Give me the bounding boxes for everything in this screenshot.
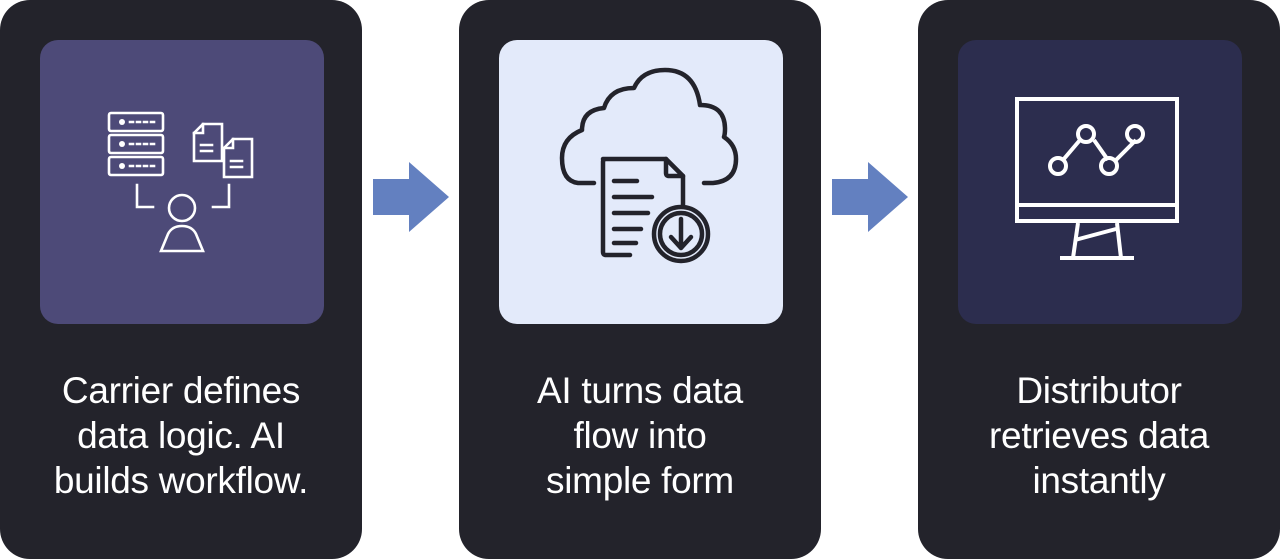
step-card-2: AI turns data flow into simple form [459, 0, 821, 559]
step-1-caption: Carrier defines data logic. AI builds wo… [0, 368, 362, 503]
step-3-caption: Distributor retrieves data instantly [918, 368, 1280, 503]
server-documents-user-icon [107, 111, 254, 253]
caption-line: flow into [573, 415, 707, 456]
caption-line: AI turns data [537, 370, 743, 411]
caption-line: Distributor [1016, 370, 1182, 411]
step-card-1: Carrier defines data logic. AI builds wo… [0, 0, 362, 559]
caption-line: instantly [1032, 460, 1166, 501]
caption-line: retrieves data [989, 415, 1209, 456]
caption-line: Carrier defines [61, 370, 301, 411]
cloud-document-download-icon [559, 67, 739, 264]
step-1-icon-tile [40, 40, 324, 324]
step-3-icon-tile [958, 40, 1242, 324]
step-2-caption: AI turns data flow into simple form [459, 368, 821, 503]
arrow-right-icon [373, 162, 449, 232]
monitor-line-chart-icon [1015, 97, 1179, 260]
caption-line: builds workflow. [53, 460, 309, 501]
step-2-icon-tile [499, 40, 783, 324]
caption-line: data logic. AI [77, 415, 285, 456]
arrow-right-icon [832, 162, 908, 232]
step-card-3: Distributor retrieves data instantly [918, 0, 1280, 559]
caption-line: simple form [546, 460, 734, 501]
